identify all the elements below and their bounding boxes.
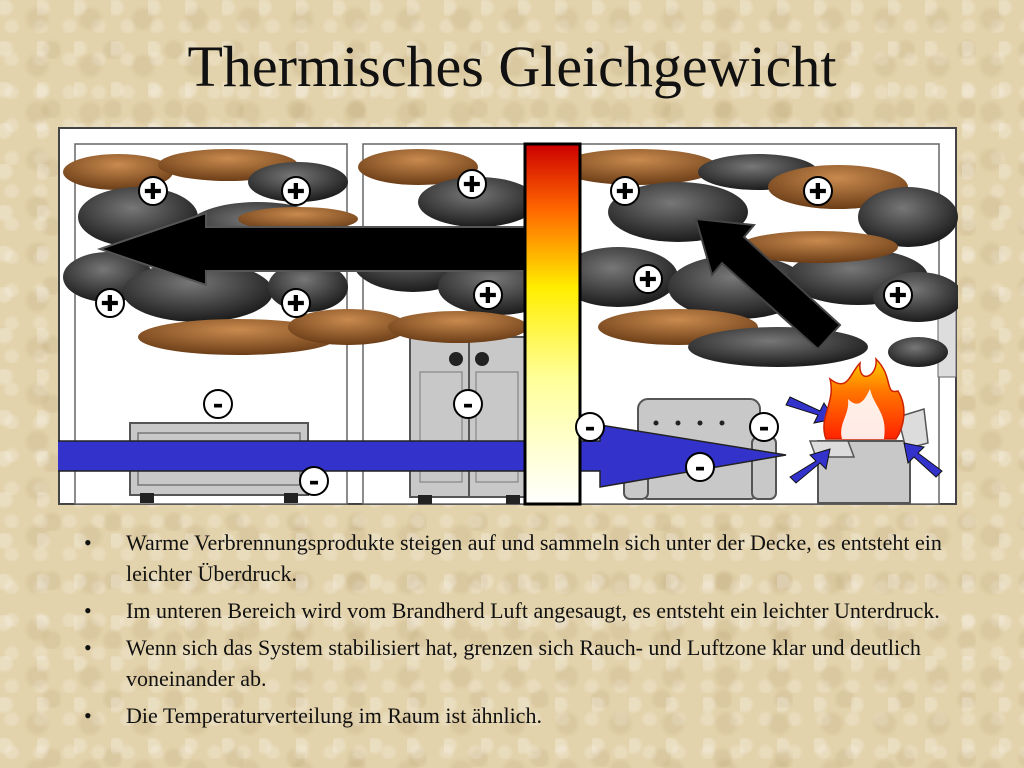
plus-marker: ✚ [281, 288, 311, 318]
plus-marker: ✚ [95, 288, 125, 318]
bullet-item: • Warme Verbrennungsprodukte steigen auf … [80, 527, 960, 589]
overpressure-markers: ✚ ✚ ✚ ✚ ✚ ✚ ✚ ✚ ✚ ✚ [95, 169, 913, 318]
smoke-rising-arrow [694, 217, 842, 351]
minus-marker: - [749, 412, 779, 443]
svg-text:✚: ✚ [479, 284, 497, 309]
svg-text:✚: ✚ [463, 173, 481, 198]
minus-marker: - [575, 412, 605, 443]
svg-text:-: - [585, 413, 596, 443]
bullet-item: • Die Temperaturverteilung im Raum ist äh… [80, 700, 960, 731]
plus-marker: ✚ [473, 280, 503, 310]
slide-title: Thermisches Gleichgewicht [187, 34, 837, 99]
svg-text:✚: ✚ [809, 180, 827, 205]
plus-marker: ✚ [803, 176, 833, 206]
plus-marker: ✚ [457, 169, 487, 199]
svg-text:✚: ✚ [639, 268, 657, 293]
plus-marker: ✚ [610, 176, 640, 206]
bullet-text: Wenn sich das System stabilisiert hat, g… [126, 635, 921, 691]
bullet-marker: • [84, 598, 92, 623]
svg-text:-: - [759, 413, 770, 443]
bullet-item: • Im unteren Bereich wird vom Brandherd L… [80, 595, 960, 626]
bullet-text: Im unteren Bereich wird vom Brandherd Lu… [126, 598, 940, 623]
minus-marker: - [685, 452, 715, 483]
minus-marker: - [453, 389, 483, 420]
smoke-flow-arrow-left [96, 211, 529, 287]
plus-marker: ✚ [633, 264, 663, 294]
svg-text:✚: ✚ [889, 284, 907, 309]
svg-text:✚: ✚ [287, 292, 305, 317]
fire-flames [823, 356, 905, 440]
underpressure-markers: - - - - - - [203, 389, 779, 497]
minus-marker: - [299, 466, 329, 497]
burning-box [808, 408, 929, 504]
svg-text:-: - [695, 453, 706, 483]
thermal-equilibrium-diagram: ✚ ✚ ✚ ✚ ✚ ✚ ✚ ✚ ✚ ✚ - - - - - - [58, 127, 958, 506]
plus-marker: ✚ [138, 176, 168, 206]
svg-text:✚: ✚ [287, 180, 305, 205]
air-inflow-arrow [903, 442, 943, 478]
svg-text:-: - [309, 467, 320, 497]
minus-marker: - [203, 389, 233, 420]
plus-marker: ✚ [883, 280, 913, 310]
bullet-item: • Wenn sich das System stabilisiert hat, … [80, 632, 960, 694]
temperature-gradient-bar [523, 142, 582, 506]
bullet-marker: • [84, 703, 92, 728]
bullet-marker: • [84, 635, 92, 660]
svg-text:-: - [213, 390, 224, 420]
cabinet [409, 336, 529, 504]
air-inflow-arrow [789, 448, 831, 484]
plus-marker: ✚ [281, 176, 311, 206]
svg-text:-: - [463, 390, 474, 420]
svg-text:✚: ✚ [144, 180, 162, 205]
bullet-list: • Warme Verbrennungsprodukte steigen auf … [80, 527, 960, 737]
smoke-layer [63, 149, 958, 367]
bullet-text: Die Temperaturverteilung im Raum ist ähn… [126, 703, 542, 728]
svg-text:✚: ✚ [616, 180, 634, 205]
svg-text:✚: ✚ [101, 292, 119, 317]
bullet-text: Warme Verbrennungsprodukte steigen auf u… [126, 530, 942, 586]
bullet-marker: • [84, 530, 92, 555]
